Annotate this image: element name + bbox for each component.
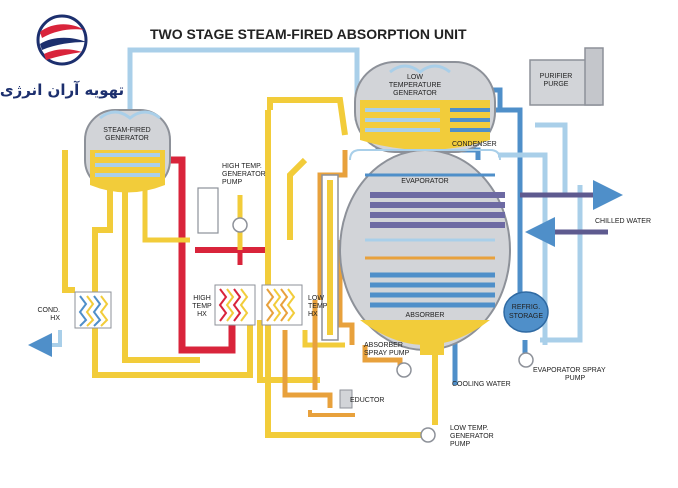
evap-spray-pump-label-line1: EVAPORATOR SPRAY [533, 367, 606, 374]
low-temp-hx-label-line2: TEMP [308, 303, 328, 310]
lt-pump-label-line1: LOW TEMP. [450, 425, 488, 432]
refrig-storage-label-line1: REFRIG. [512, 304, 540, 311]
lt-generator-label-line2: TEMPERATURE [389, 82, 442, 89]
eductor-tube [321, 174, 353, 409]
absorber-spray-pump-label-line2: SPRAY PUMP [364, 350, 410, 357]
cond-hx [74, 291, 112, 329]
lt-pump-label-line3: PUMP [450, 441, 471, 448]
refrig-storage: REFRIG. STORAGE [503, 291, 549, 333]
evaporator-spray-pump [518, 352, 534, 368]
evap-spray-pump-label-line2: PUMP [565, 375, 586, 382]
purifier-purge: PURIFIER PURGE [529, 47, 604, 106]
ht-pump-label-line3: PUMP [222, 179, 243, 186]
purifier-label-line1: PURIFIER [540, 73, 573, 80]
cond-hx-label-line2: HX [50, 315, 60, 322]
lt-generator-label-line3: GENERATOR [393, 90, 437, 97]
high-temp-hx-label-line3: HX [197, 311, 207, 318]
absorber-spray-pump [396, 362, 412, 378]
lt-generator-label-line1: LOW [407, 74, 423, 81]
cond-hx-label-line1: COND. [37, 307, 60, 314]
cooling-water-label: COOLING WATER [452, 381, 511, 388]
refrig-storage-label-line2: STORAGE [509, 313, 543, 320]
high-temp-hx-label-line2: TEMP [192, 303, 212, 310]
brand-name: تهویه آران انرژی [0, 81, 124, 99]
absorber-spray-pump-label-line1: ABSORBER [364, 342, 403, 349]
brand-logo [36, 14, 88, 66]
high-temp-hx-label-line1: HIGH [193, 295, 211, 302]
low-temp-hx-label-line3: HX [308, 311, 318, 318]
eductor-label: EDUCTOR [350, 397, 384, 404]
chilled-water-label: CHILLED WATER [595, 218, 651, 225]
evaporator-label: EVAPORATOR [401, 178, 448, 185]
low-temp-hx-label-line1: LOW [308, 295, 324, 302]
lt-pump-label-line2: GENERATOR [450, 433, 494, 440]
steam-fired-generator-label-line2: GENERATOR [105, 135, 149, 142]
high-temp-generator-pump [197, 187, 248, 234]
low-temp-hx [261, 284, 303, 326]
evaporator-absorber-shell: EVAPORATOR ABSORBER [339, 149, 511, 355]
low-temperature-generator: LOW TEMPERATURE GENERATOR CONDENSER [354, 61, 497, 153]
absorber-label: ABSORBER [406, 312, 445, 319]
steam-fired-generator-label-line1: STEAM-FIRED [103, 127, 150, 134]
diagram-title: TWO STAGE STEAM-FIRED ABSORPTION UNIT [150, 26, 467, 42]
purifier-label-line2: PURGE [544, 81, 569, 88]
steam-fired-generator: STEAM-FIRED GENERATOR [84, 109, 171, 193]
low-temp-generator-pump [420, 427, 436, 443]
condenser-label: CONDENSER [452, 141, 497, 148]
high-temp-hx [214, 284, 256, 326]
ht-pump-label-line1: HIGH TEMP. [222, 163, 262, 170]
ht-pump-label-line2: GENERATOR [222, 171, 266, 178]
